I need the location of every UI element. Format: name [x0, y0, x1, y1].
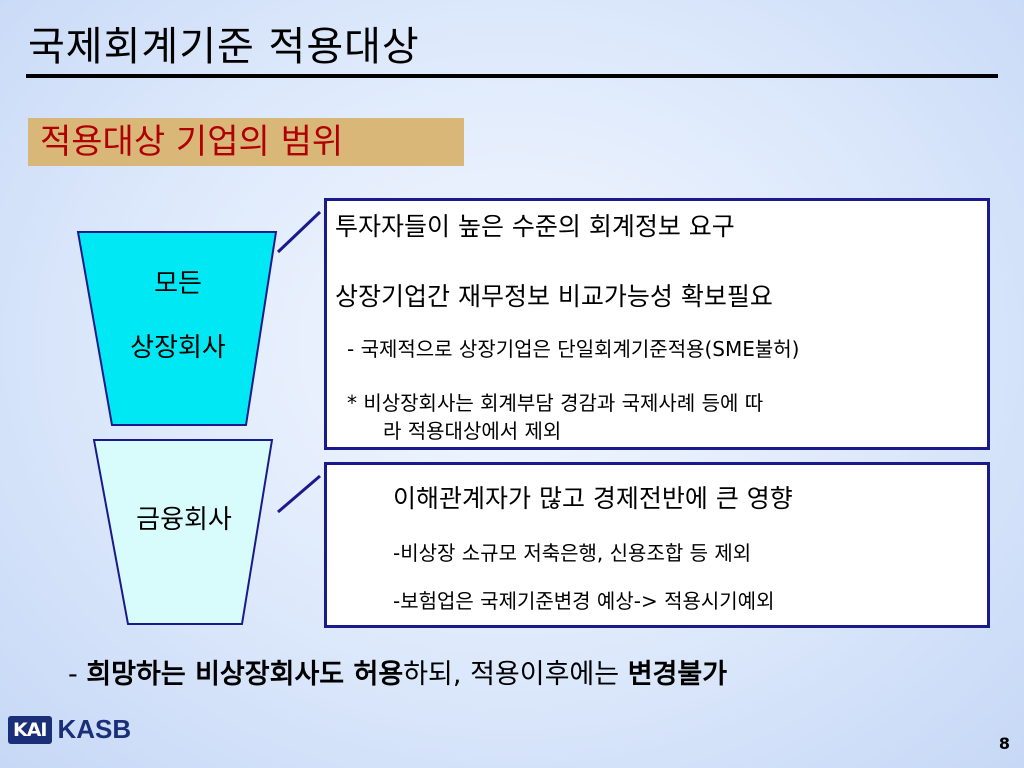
logo-badge: KAI [8, 715, 52, 744]
box2-line2: -비상장 소규모 저축은행, 신용조합 등 제외 [393, 541, 752, 565]
page-number: 8 [998, 734, 1010, 753]
connector-line-2 [277, 474, 321, 514]
kasb-logo: KAI KASB [8, 714, 131, 745]
box1-line3: - 국제적으로 상장기업은 단일회계기준적용(SME불허) [347, 337, 800, 361]
financial-company-trapezoid [92, 439, 274, 625]
box1-line1: 투자자들이 높은 수준의 회계정보 요구 [335, 212, 735, 241]
connector-line-1 [276, 210, 322, 254]
title-divider [26, 74, 998, 78]
box1-line4a: * 비상장회사는 회계부담 경감과 국제사례 등에 따 [347, 391, 764, 415]
bottom-dash: - [68, 659, 87, 690]
financial-description-box: 이해관계자가 많고 경제전반에 큰 영향 -비상장 소규모 저축은행, 신용조합… [324, 462, 990, 628]
listed-label-line1: 모든 [154, 269, 202, 299]
logo-text: KASB [57, 714, 132, 744]
financial-label: 금융회사 [136, 505, 232, 535]
bottom-bold-2: 변경불가 [627, 659, 728, 690]
bottom-plain: 하되, 적용이후에는 [403, 659, 628, 690]
listed-company-trapezoid [76, 231, 278, 426]
slide-title: 국제회계기준 적용대상 [28, 24, 420, 70]
box1-line2: 상장기업간 재무정보 비교가능성 확보필요 [335, 282, 773, 311]
box2-line1: 이해관계자가 많고 경제전반에 큰 영향 [393, 484, 793, 513]
listed-label-line2: 상장회사 [130, 333, 226, 363]
bottom-note: - 희망하는 비상장회사도 허용하되, 적용이후에는 변경불가 [68, 652, 727, 691]
box1-line4b: 라 적용대상에서 제외 [383, 419, 562, 443]
bottom-bold-1: 희망하는 비상장회사도 허용 [86, 659, 404, 690]
box2-line3: -보험업은 국제기준변경 예상-> 적용시기예외 [393, 589, 775, 613]
section-subtitle: 적용대상 기업의 범위 [28, 118, 464, 166]
listed-description-box: 투자자들이 높은 수준의 회계정보 요구 상장기업간 재무정보 비교가능성 확보… [324, 198, 990, 450]
